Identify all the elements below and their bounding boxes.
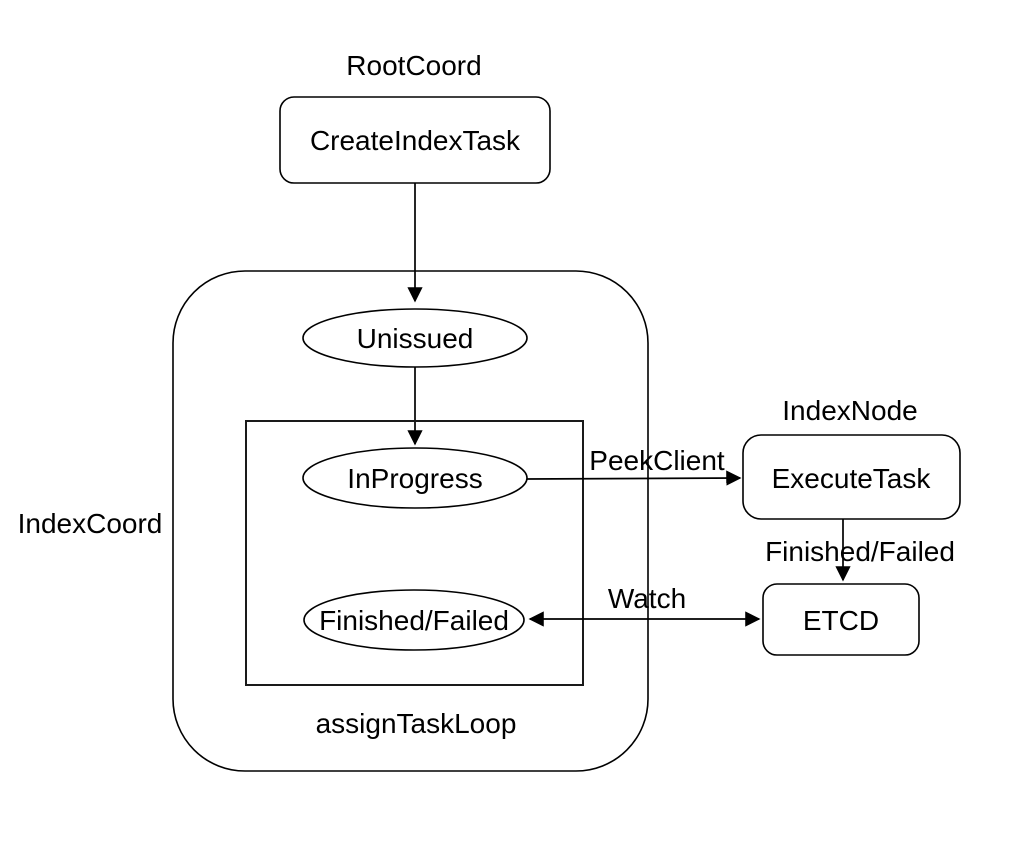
etcd-label: ETCD: [803, 605, 879, 636]
create-index-task-label: CreateIndexTask: [310, 125, 521, 156]
finished-failed-edge-label: Finished/Failed: [765, 536, 955, 567]
assign-task-loop-label: assignTaskLoop: [316, 708, 517, 739]
index-coord-container: [172, 270, 649, 772]
execute-task-node: [742, 434, 961, 520]
finished-failed-label: Finished/Failed: [319, 605, 509, 636]
assign-task-loop-box: [245, 420, 584, 686]
etcd-node: [762, 583, 920, 656]
finished-failed-state-node: [303, 589, 525, 651]
watch-edge-label: Watch: [608, 583, 686, 614]
root-coord-label: RootCoord: [346, 50, 481, 81]
index-node-label: IndexNode: [782, 395, 917, 426]
index-coord-label: IndexCoord: [18, 508, 163, 539]
peek-client-edge-label: PeekClient: [589, 445, 725, 476]
edge-peekclient: [526, 470, 742, 486]
unissued-label: Unissued: [357, 323, 474, 354]
in-progress-state-node: [302, 447, 528, 509]
execute-task-label: ExecuteTask: [772, 463, 932, 494]
in-progress-label: InProgress: [347, 463, 482, 494]
